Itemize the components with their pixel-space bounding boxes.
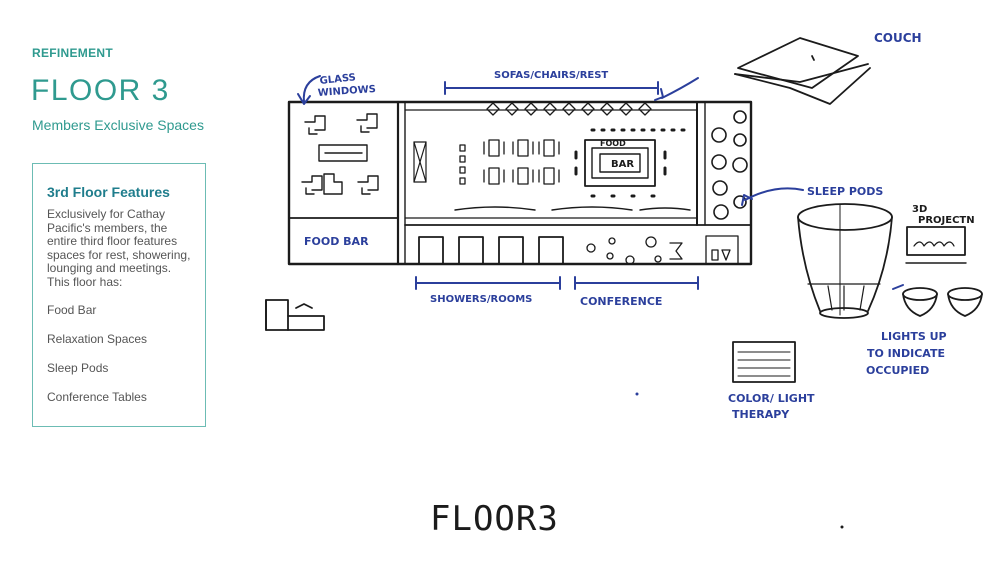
conference-tables — [586, 235, 739, 265]
label-3d: 3D — [912, 204, 927, 215]
feature-item-relaxation: Relaxation Spaces — [47, 332, 148, 346]
lit-pods-sketch — [902, 287, 983, 317]
food-bar-sketch — [265, 299, 325, 331]
sleep-pod-circles — [711, 110, 748, 220]
bench-lines — [454, 206, 691, 211]
page-title: FLOOR 3 — [31, 74, 170, 107]
sofa-diamonds — [486, 102, 652, 116]
label-projection: PROJECTN — [918, 215, 975, 226]
label-showers: SHOWERS/ROOMS — [430, 294, 532, 305]
lounge-chairs-left — [301, 113, 379, 195]
projection-sketch — [905, 226, 967, 264]
label-therapy: THERAPY — [732, 408, 790, 421]
features-description: Exclusively for Cathay Pacific's members… — [47, 207, 191, 289]
features-panel: 3rd Floor Features Exclusively for Catha… — [32, 163, 206, 427]
annotation-arrows — [297, 75, 904, 290]
label-couch: COUCH — [874, 31, 922, 45]
label-glass: GLASS — [319, 72, 356, 87]
label-windows: WINDOWS — [317, 84, 376, 99]
features-heading: 3rd Floor Features — [47, 184, 170, 200]
label-sleep-pods: SLEEP PODS — [807, 185, 883, 198]
sleep-pod-sketch — [797, 203, 893, 319]
floor-caption: FLOOR3 — [430, 499, 559, 539]
label-conference: CONFERENCE — [580, 295, 662, 308]
floor-plan-outline — [287, 100, 753, 266]
feature-item-food-bar: Food Bar — [47, 303, 97, 317]
label-occupied: OCCUPIED — [866, 364, 929, 377]
features-list: Food Bar Relaxation Spaces Sleep Pods Co… — [47, 303, 195, 404]
label-lights-up: LIGHTS UP — [881, 330, 947, 343]
label-sofas: SOFAS/CHAIRS/REST — [494, 70, 608, 81]
stray-marks — [635, 392, 844, 529]
couch-sketch — [734, 37, 871, 105]
table-chair-groups — [459, 139, 560, 185]
label-color-light: COLOR/ LIGHT — [728, 392, 815, 405]
feature-item-sleep-pods: Sleep Pods — [47, 361, 109, 375]
label-food-bar: FOOD BAR — [304, 235, 369, 248]
feature-item-conference: Conference Tables — [47, 390, 147, 404]
refinement-label: REFINEMENT — [32, 46, 113, 60]
partition-marks — [413, 141, 427, 183]
label-to-indicate: TO INDICATE — [867, 347, 945, 360]
shower-rooms — [418, 236, 564, 265]
page-subtitle: Members Exclusive Spaces — [32, 117, 204, 133]
label-food: FOOD — [600, 139, 626, 148]
sketch-labels: GLASS WINDOWS SOFAS/CHAIRS/REST COUCH FO… — [304, 31, 975, 421]
light-therapy-sketch — [732, 341, 796, 383]
food-bar-counter — [574, 128, 686, 198]
label-bar: BAR — [611, 159, 634, 170]
